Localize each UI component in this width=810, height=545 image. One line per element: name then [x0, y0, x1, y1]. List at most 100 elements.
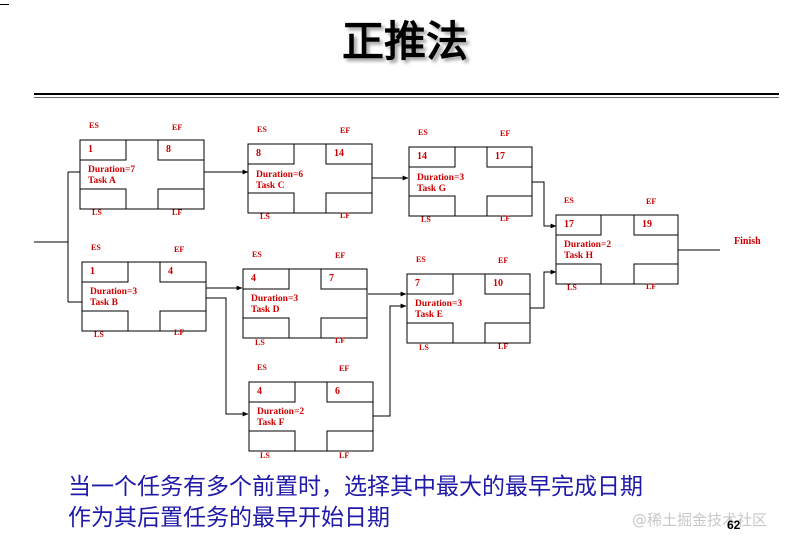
- task-d-lf-box: [320, 317, 368, 339]
- task-node-e: ES EF LS LF 7 10 Duration=3 Task E: [406, 255, 531, 352]
- task-a-name: Task A: [88, 176, 116, 186]
- task-e-ef-box: [484, 273, 531, 295]
- corner-mark: [0, 4, 9, 5]
- task-a-ls-box: [79, 188, 127, 210]
- task-h-es-box: [555, 214, 602, 236]
- task-h-es-label: ES: [564, 196, 574, 205]
- task-f-es-value: 4: [257, 386, 262, 397]
- task-node-c: ES EF LS LF 8 14 Duration=6 Task C: [247, 125, 373, 221]
- task-node-f: ES EF LS LF 4 6 Duration=2 Task F: [248, 363, 374, 460]
- task-c-ls-box: [247, 192, 295, 214]
- task-g-ls-box: [408, 195, 456, 217]
- task-e-es-box: [406, 273, 454, 295]
- task-h-ef-box: [633, 214, 679, 236]
- task-d-ls-box: [242, 317, 290, 339]
- task-d-es-box: [242, 268, 290, 290]
- task-f-es-label: ES: [257, 363, 267, 372]
- task-b-lf-box: [159, 310, 207, 332]
- task-b-ls-box: [81, 310, 129, 332]
- page-number: 62: [727, 518, 741, 532]
- watermark: @稀土掘金技术社区: [632, 511, 768, 529]
- task-node-d: ES EF LS LF 4 7 Duration=3 Task D: [242, 250, 368, 347]
- footer-text-line2: 作为其后置任务的最早开始日期: [68, 505, 390, 531]
- task-e-ls-box: [406, 322, 454, 344]
- task-g-ef-box: [486, 146, 533, 168]
- task-node-b: ES EF LS LF 1 4 Duration=3 Task B: [81, 243, 207, 339]
- task-h-ls-box: [555, 263, 602, 285]
- task-h-duration: Duration=2: [564, 240, 611, 250]
- task-b-es-label: ES: [91, 243, 101, 252]
- task-f-ef-value: 6: [335, 386, 340, 397]
- task-c-ef-label: EF: [340, 126, 350, 135]
- task-g-es-value: 14: [417, 151, 427, 162]
- task-e-es-value: 7: [415, 278, 420, 289]
- title-rule-thick: [34, 93, 779, 95]
- task-h-ls-label: LS: [567, 283, 577, 292]
- task-g-es-label: ES: [418, 128, 428, 137]
- task-b-ef-value: 4: [168, 266, 173, 277]
- task-a-lf-box: [157, 188, 205, 210]
- task-d-lf-label: LF: [335, 336, 345, 345]
- task-e-lf-label: LF: [498, 342, 508, 351]
- finish-label: Finish: [734, 236, 761, 247]
- task-h-es-value: 17: [564, 219, 574, 230]
- task-g-es-box: [408, 146, 456, 168]
- task-e-lf-box: [484, 322, 531, 344]
- task-f-duration: Duration=2: [257, 407, 304, 417]
- task-f-ef-box: [326, 381, 374, 403]
- task-d-name: Task D: [251, 305, 280, 315]
- task-a-es-box: [79, 139, 127, 161]
- task-node-h: ES EF LS LF 17 19 Duration=2 Task H: [555, 196, 679, 292]
- task-c-lf-label: LF: [340, 211, 350, 220]
- task-d-es-label: ES: [252, 250, 262, 259]
- task-c-ls-label: LS: [260, 212, 270, 221]
- task-e-ef-label: EF: [498, 256, 508, 265]
- task-e-ls-label: LS: [419, 343, 429, 352]
- task-node-g: ES EF LS LF 14 17 Duration=3 Task G: [408, 128, 533, 224]
- task-c-es-label: ES: [257, 125, 267, 134]
- task-g-ef-label: EF: [500, 129, 510, 138]
- task-h-name: Task H: [564, 251, 594, 261]
- task-f-ls-box: [248, 430, 296, 452]
- task-c-duration: Duration=6: [256, 170, 303, 180]
- task-f-es-box: [248, 381, 296, 403]
- task-b-name: Task B: [90, 298, 119, 308]
- task-b-es-value: 1: [90, 266, 95, 277]
- task-b-ef-box: [159, 261, 207, 283]
- task-f-lf-box: [326, 430, 374, 452]
- task-e-es-label: ES: [416, 255, 426, 264]
- task-c-name: Task C: [256, 181, 285, 191]
- task-h-ef-label: EF: [646, 197, 656, 206]
- task-d-ef-label: EF: [335, 251, 345, 260]
- task-d-ef-box: [320, 268, 368, 290]
- task-b-ef-label: EF: [174, 245, 184, 254]
- connector-b-f: [206, 297, 249, 417]
- task-c-es-box: [247, 143, 295, 165]
- task-b-lf-label: LF: [174, 328, 184, 337]
- connector-g-h: [532, 181, 557, 229]
- task-c-ef-box: [325, 143, 373, 165]
- task-a-es-value: 1: [88, 144, 93, 155]
- task-h-lf-label: LF: [646, 282, 656, 291]
- task-f-ef-label: EF: [339, 364, 349, 373]
- task-a-es-label: ES: [89, 121, 99, 130]
- connector-f-e: [373, 303, 407, 417]
- task-b-duration: Duration=3: [90, 287, 137, 297]
- task-f-ls-label: LS: [260, 451, 270, 460]
- task-node-a: ES EF LS LF 1 8 Duration=7 Task A: [79, 121, 205, 217]
- task-g-lf-label: LF: [500, 214, 510, 223]
- task-a-ef-value: 8: [166, 144, 171, 155]
- task-g-duration: Duration=3: [417, 173, 464, 183]
- connector-e-h: [530, 269, 557, 309]
- task-e-ef-value: 10: [493, 278, 503, 289]
- task-g-ls-label: LS: [421, 215, 431, 224]
- slide-title: 正推法: [341, 17, 468, 66]
- task-a-duration: Duration=7: [88, 165, 135, 175]
- task-g-name: Task G: [417, 184, 447, 194]
- footer-text-line1: 当一个任务有多个前置时，选择其中最大的最早完成日期: [68, 474, 643, 500]
- task-c-lf-box: [325, 192, 373, 214]
- task-a-lf-label: LF: [172, 208, 182, 217]
- task-c-es-value: 8: [256, 148, 261, 159]
- task-e-duration: Duration=3: [415, 299, 462, 309]
